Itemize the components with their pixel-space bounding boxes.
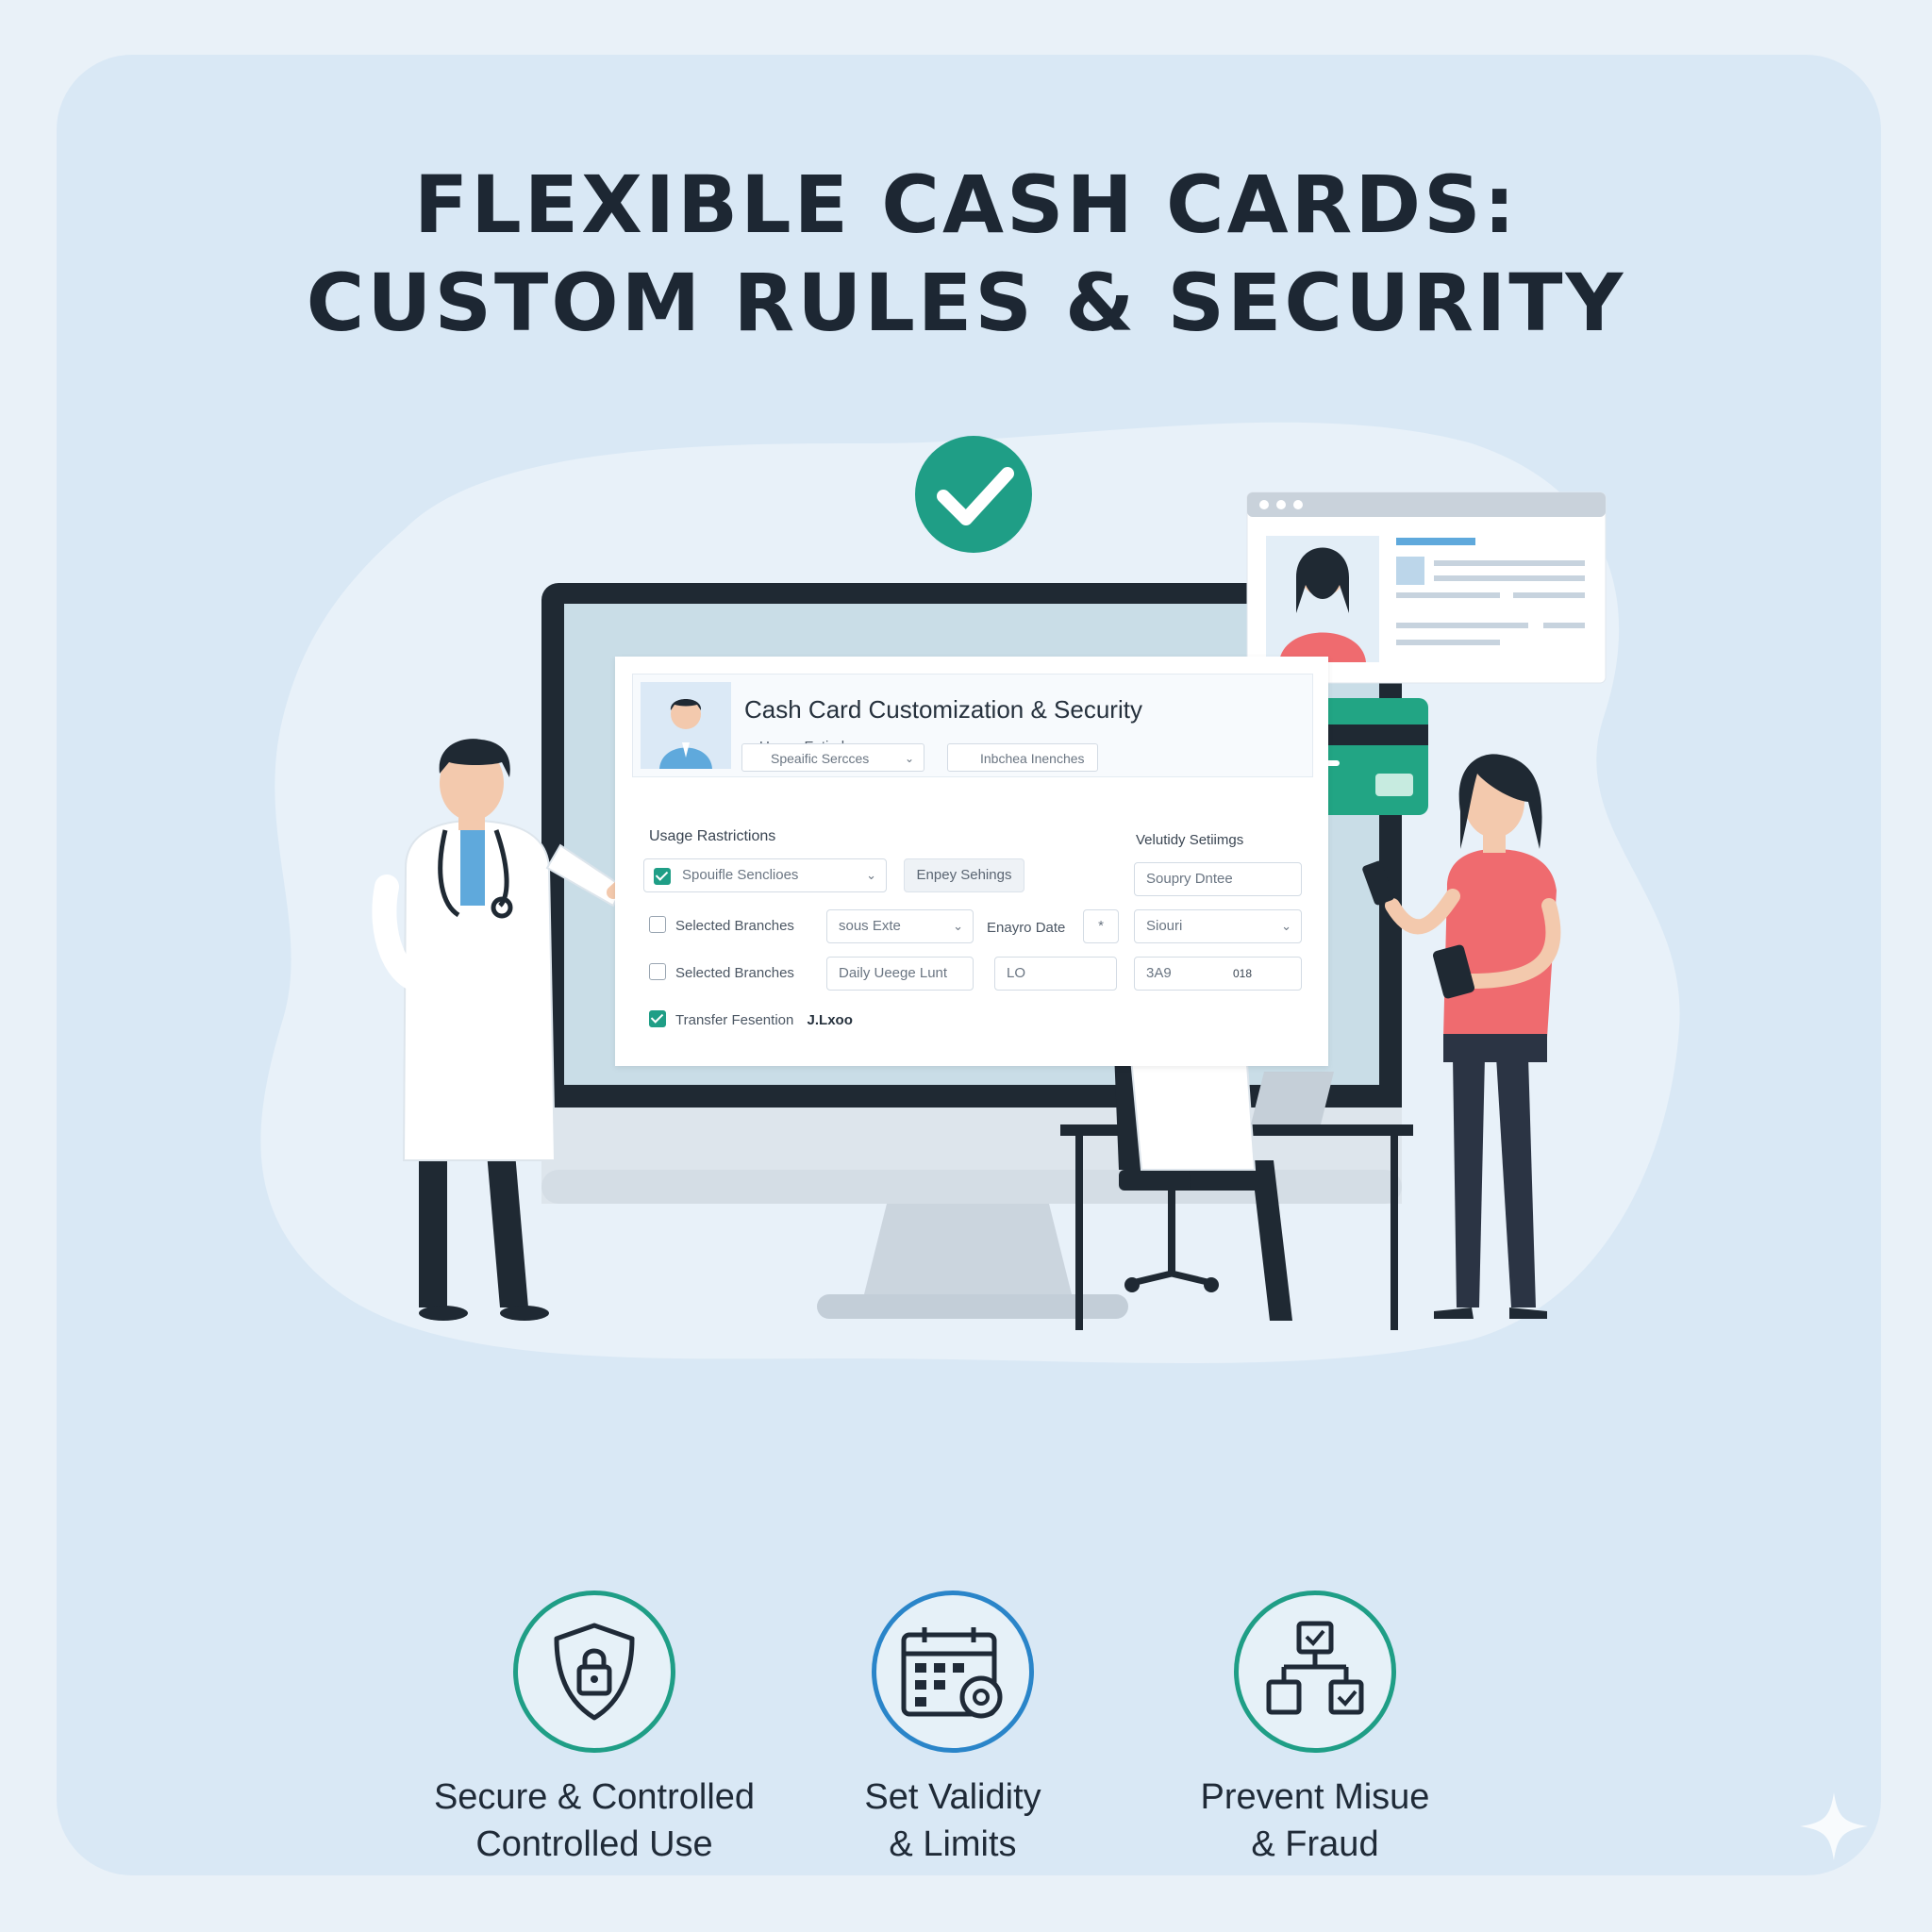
daily-usage-limit-field[interactable]: Daily Ueege Lunt — [826, 957, 974, 991]
soupry-date-value: Soupry Dntee — [1146, 871, 1233, 887]
specific-services-select[interactable]: Spouifle Senclioes ⌄ — [643, 858, 887, 892]
code-value: 3A9 — [1146, 965, 1172, 981]
screen-title: Cash Card Customization & Security — [744, 695, 1142, 724]
chevron-down-icon: ⌄ — [953, 919, 963, 933]
feature-secure: Secure & Controlled Controlled Use — [415, 1591, 774, 1868]
chevron-down-icon: ⌄ — [904, 752, 914, 765]
daily-usage-limit-label: Daily Ueege Lunt — [839, 965, 948, 981]
calendar-gear-icon — [901, 1627, 1003, 1719]
soupry-date-field[interactable]: Soupry Dntee — [1134, 862, 1302, 896]
feature-fraud-ring — [1234, 1591, 1396, 1753]
enpey-settings-button[interactable]: Enpey Sehings — [904, 858, 1024, 892]
code-field[interactable]: 3A9 018 — [1134, 957, 1302, 991]
specific-services-value: Spouifle Senclioes — [682, 867, 799, 883]
usage-restrictions-label: Usage Rastrictions — [649, 828, 776, 844]
branch-select[interactable]: Inbchea Inenches — [947, 743, 1098, 772]
limit-value: LO — [1007, 965, 1026, 981]
validity-settings-label: Velutidy Setiimgs — [1136, 832, 1244, 848]
feature-validity-line-2: & Limits — [889, 1824, 1017, 1864]
user-avatar-icon — [659, 699, 712, 769]
transfer-row[interactable]: Transfer Fesention J.Lxoo — [649, 1010, 853, 1030]
feature-validity-line-1: Set Validity — [864, 1777, 1041, 1817]
feature-fraud-label: Prevent Misue & Fraud — [1136, 1774, 1494, 1868]
shield-lock-icon — [554, 1623, 635, 1721]
limit-value-field[interactable]: LO — [994, 957, 1117, 991]
sioun-select[interactable]: Siouri ⌄ — [1134, 909, 1302, 943]
code-value-2: 018 — [1233, 967, 1253, 980]
service-select[interactable]: Speaific Sercces ⌄ — [741, 743, 924, 772]
woman-with-phone — [1362, 754, 1561, 1319]
selected-branches-row-2[interactable]: Selected Branches — [649, 963, 794, 983]
card-settings-screen: Cash Card Customization & Security Usege… — [615, 657, 1328, 1066]
feature-fraud-line-1: Prevent Misue — [1200, 1777, 1430, 1817]
branch-select-value: Inbchea Inenches — [980, 751, 1085, 766]
headline-line-2: CUSTOM RULES & SECURITY — [306, 257, 1626, 349]
expiry-date-value: * — [1098, 918, 1104, 934]
service-select-value: Speaific Sercces — [771, 751, 870, 766]
expiry-date-field[interactable]: * — [1083, 909, 1119, 943]
avatar — [641, 682, 731, 769]
specific-services-checkbox[interactable] — [654, 868, 671, 885]
transfer-label: Transfer Fesention — [675, 1012, 794, 1028]
headline-line-1: FLEXIBLE CASH CARDS: — [413, 158, 1519, 251]
feature-secure-ring — [513, 1591, 675, 1753]
doctor-presenter — [372, 739, 637, 1321]
feature-secure-line-1: Secure & Controlled — [433, 1777, 756, 1817]
transfer-value: J.Lxoo — [807, 1012, 853, 1028]
feature-fraud: Prevent Misue & Fraud — [1136, 1591, 1494, 1868]
sioun-value: Siouri — [1146, 918, 1183, 934]
check-badge-icon — [915, 436, 1032, 553]
feature-validity-ring — [872, 1591, 1034, 1753]
feature-fraud-line-2: & Fraud — [1251, 1824, 1379, 1864]
selected-branches-row-1[interactable]: Selected Branches — [649, 916, 794, 936]
workflow-check-icon — [1266, 1621, 1364, 1715]
feature-validity: Set Validity & Limits — [774, 1591, 1132, 1868]
chevron-down-icon: ⌄ — [1281, 919, 1291, 933]
feature-secure-line-2: Controlled Use — [475, 1824, 713, 1864]
feature-validity-label: Set Validity & Limits — [774, 1774, 1132, 1868]
feature-secure-label: Secure & Controlled Controlled Use — [415, 1774, 774, 1868]
sous-exte-select[interactable]: sous Exte ⌄ — [826, 909, 974, 943]
sous-exte-value: sous Exte — [839, 918, 901, 934]
selected-branches-label-2: Selected Branches — [675, 965, 794, 981]
profile-window — [1246, 491, 1607, 684]
selected-branches-label-1: Selected Branches — [675, 918, 794, 934]
transfer-checkbox[interactable] — [649, 1010, 666, 1028]
selected-branches-checkbox-1[interactable] — [649, 916, 666, 934]
expiry-date-label: Enayro Date — [987, 920, 1066, 936]
selected-branches-checkbox-2[interactable] — [649, 963, 666, 981]
sparkle-icon — [1800, 1792, 1868, 1860]
chevron-down-icon: ⌄ — [866, 868, 876, 882]
